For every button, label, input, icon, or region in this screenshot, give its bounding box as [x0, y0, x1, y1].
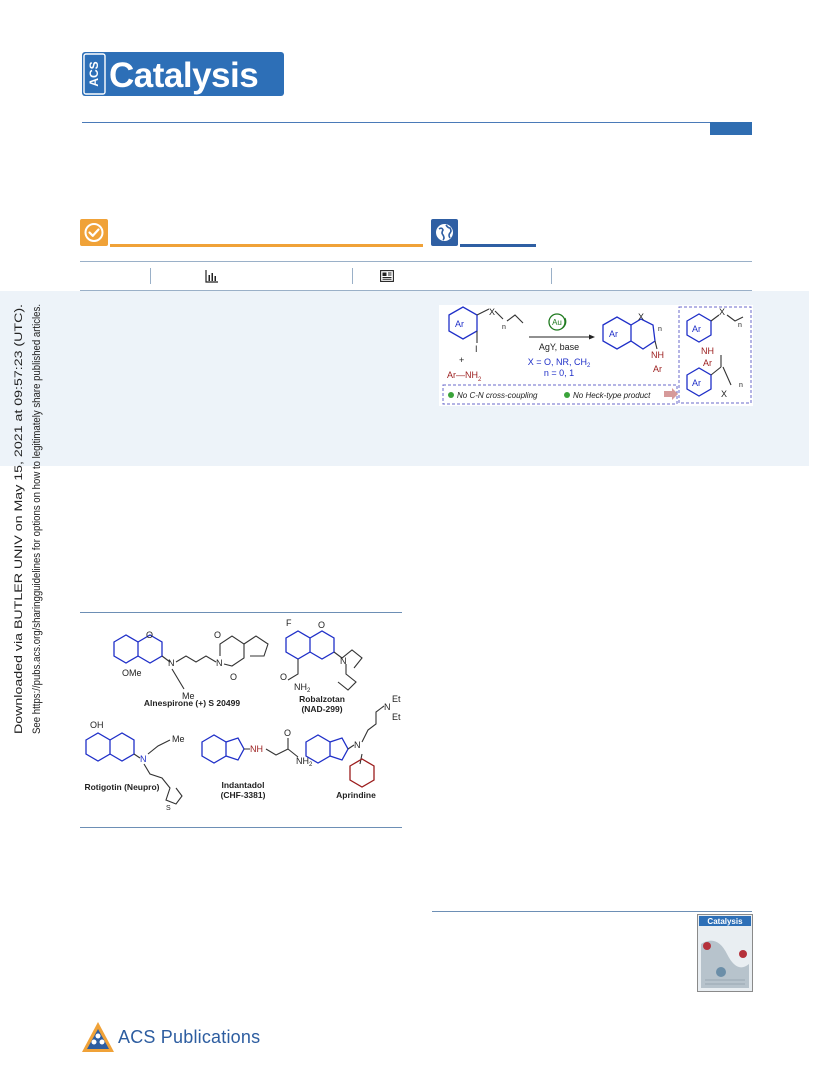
logo-acs-letters: ACS [87, 61, 101, 86]
svg-text:N: N [168, 658, 175, 668]
atom-n: n [738, 322, 742, 329]
svg-text:N: N [384, 702, 391, 712]
globe-badge[interactable] [431, 219, 458, 246]
logo-journal-name: Catalysis [109, 56, 258, 95]
compound-name: Indantadol [222, 780, 265, 790]
right-column-rule [432, 911, 752, 912]
ring-label: Ar [692, 324, 701, 334]
svg-text:Et: Et [392, 712, 401, 722]
svg-text:NH: NH [250, 744, 263, 754]
svg-text:NH2: NH2 [294, 682, 311, 694]
check-circle-icon [84, 223, 104, 242]
compound-name: Robalzotan [299, 694, 345, 704]
svg-text:Me: Me [182, 691, 195, 701]
download-notice-line1: Downloaded via BUTLER UNIV on May 15, 20… [13, 304, 25, 734]
atom-x: X [638, 312, 644, 322]
open-access-rule [110, 244, 423, 247]
compound-rotigotin: OH N Me S Rotigotin (Neupro) [84, 720, 184, 812]
metrics-separator [551, 268, 552, 284]
ring-label: Ar [609, 329, 618, 339]
svg-text:Me: Me [172, 734, 185, 744]
svg-text:Et: Et [392, 694, 401, 704]
acs-publications-wordmark: ACS Publications [118, 1027, 261, 1047]
svg-text:O: O [146, 630, 153, 640]
journal-logo[interactable]: ACS Catalysis [82, 52, 284, 96]
figure-bottom-rule [80, 827, 402, 828]
toc-graphic: Ar X n I + Ar—NH2 Au AgY, base X = O, NR… [439, 305, 753, 406]
metrics-separator [150, 268, 151, 284]
compound-name: Rotigotin (Neupro) [84, 782, 159, 792]
svg-text:NH2: NH2 [296, 756, 313, 768]
product-scaffold [602, 316, 656, 350]
plus-sign: + [459, 355, 464, 365]
open-access-badge[interactable] [80, 219, 108, 246]
side-products-box [678, 306, 752, 404]
figure-drug-structures: O N N O O Me OMe Alnespirone (+) S 20499… [84, 618, 401, 812]
ring-label: Ar [692, 378, 701, 388]
svg-text:F: F [286, 618, 292, 628]
acs-publications-logo-icon[interactable] [80, 1020, 116, 1056]
atom-x: X [721, 389, 727, 399]
atom-x: X [489, 307, 495, 317]
cover-title: Catalysis [707, 917, 743, 926]
globe-rule [460, 244, 536, 247]
scope-x-label: X = O, NR, CH2 [528, 357, 591, 369]
figure-top-rule [80, 612, 402, 613]
check-dot-icon [448, 392, 454, 398]
side-ar: Ar [703, 358, 712, 368]
note-no-heck: No Heck-type product [573, 391, 651, 400]
atom-n: n [502, 324, 506, 331]
svg-text:N: N [340, 656, 347, 666]
compound-code: (CHF-3381) [221, 790, 266, 800]
amine-reagent: Ar—NH2 [447, 370, 482, 383]
svg-text:O: O [280, 672, 287, 682]
atom-x: X [719, 307, 725, 317]
arrow-right-icon [664, 388, 678, 400]
product-ar: Ar [653, 364, 662, 374]
article-recommendations-icon[interactable] [380, 270, 394, 282]
compound-name: Alnespirone (+) S 20499 [144, 698, 240, 708]
svg-text:N: N [140, 754, 147, 764]
download-notice-line2: See https://pubs.acs.org/sharingguidelin… [31, 304, 43, 734]
compound-alnespirone: O N N O O Me OMe Alnespirone (+) S 20499 [113, 630, 269, 708]
notes-box [442, 384, 678, 405]
svg-text:O: O [284, 728, 291, 738]
header-rule [82, 122, 752, 123]
compound-indantadol: NH O NH2 Indantadol (CHF-3381) [201, 728, 313, 800]
compound-name: Aprindine [336, 790, 376, 800]
svg-text:O: O [318, 620, 325, 630]
header-tab [710, 122, 752, 135]
ring-label: Ar [455, 319, 464, 329]
svg-text:O: O [214, 630, 221, 640]
reagents-label: AgY, base [539, 342, 579, 352]
check-dot-icon [564, 392, 570, 398]
download-notice: Downloaded via BUTLER UNIV on May 15, 20… [13, 304, 43, 734]
atom-n: n [658, 326, 662, 333]
metrics-chart-icon[interactable] [205, 270, 219, 283]
atom-n: n [739, 382, 743, 389]
scope-n-label: n = 0, 1 [544, 368, 574, 378]
catalyst-label: Au [552, 318, 562, 327]
metrics-separator [352, 268, 353, 284]
globe-icon [436, 224, 453, 241]
svg-text:N: N [354, 740, 361, 750]
compound-code: (NAD-299) [301, 704, 342, 714]
svg-text:O: O [230, 672, 237, 682]
svg-text:N: N [216, 658, 223, 668]
side-nh: NH [701, 346, 714, 356]
metrics-bar-top [80, 261, 752, 262]
note-no-cn-coupling: No C-N cross-coupling [457, 391, 538, 400]
svg-text:OH: OH [90, 720, 104, 730]
product-nh: NH [651, 350, 664, 360]
gold-catalyst-badge [548, 313, 566, 331]
svg-text:S: S [166, 805, 171, 812]
atom-iodine: I [475, 344, 478, 354]
metrics-bar-bottom [80, 290, 752, 291]
svg-text:OMe: OMe [122, 668, 142, 678]
journal-cover-thumbnail[interactable]: Catalysis [697, 914, 753, 992]
compound-aprindine: N N Et Et Aprindine [305, 694, 401, 800]
compound-robalzotan: F O N O NH2 Robalzotan (NAD-299) [280, 618, 363, 714]
